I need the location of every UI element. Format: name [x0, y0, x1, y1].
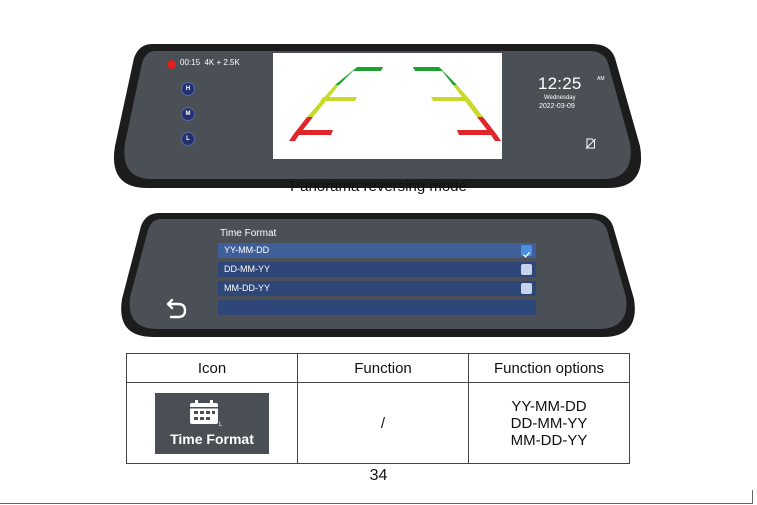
svg-text:L: L [219, 422, 223, 427]
guide-right-red-bar [457, 130, 497, 135]
clock-ampm: AM [597, 76, 605, 82]
mirror-screen-reversing: 00:15 4K + 2.5K H M L 12:25 AM Wednesday… [112, 42, 643, 190]
no-sd-card-icon [585, 138, 596, 149]
menu-option-label: DD-MM-YY [224, 264, 270, 274]
guide-right-yellow-bar [431, 97, 469, 101]
clock-widget: 12:25 AM Wednesday 2022-03-09 [538, 74, 582, 94]
function-table: Icon Function Function options L Time Fo… [126, 353, 630, 464]
clock-date: 2022-03-09 [539, 103, 575, 110]
guide-right-yellow-edge-2 [465, 101, 483, 117]
guide-left-yellow-edge-2 [307, 101, 326, 117]
footer-rule [0, 503, 752, 504]
record-dot-icon [167, 60, 176, 69]
menu-title: Time Format [220, 228, 276, 239]
mode-l-button[interactable]: L [181, 132, 195, 146]
guide-right-green-bar [413, 67, 443, 71]
menu-option-dd-mm-yy[interactable]: DD-MM-YY [218, 262, 536, 277]
guide-left-red-tip [289, 135, 299, 141]
parking-guide-lines [273, 53, 502, 159]
clock-time: 12:25 [538, 74, 582, 94]
menu-option-label: YY-MM-DD [224, 245, 269, 255]
header-function-options: Function options [469, 354, 630, 383]
figure-caption: Panorama reversing mode [0, 178, 757, 195]
mode-h-button[interactable]: H [181, 82, 195, 96]
recording-resolution: 4K + 2.5K [204, 58, 239, 67]
option-mm-dd-yy: MM-DD-YY [469, 432, 629, 449]
rear-camera-view [273, 53, 502, 159]
table-header-row: Icon Function Function options [127, 354, 630, 383]
unchecked-checkbox-icon[interactable] [521, 283, 532, 294]
guide-right-red-tip [491, 135, 501, 141]
time-format-tile: L Time Format [155, 393, 269, 454]
guide-right-green-edge [439, 67, 457, 85]
checked-checkbox-icon[interactable] [521, 245, 532, 256]
mode-m-button[interactable]: M [181, 107, 195, 121]
table-row: L Time Format / YY-MM-DD DD-MM-YY MM-DD-… [127, 383, 630, 464]
page-number: 34 [0, 467, 757, 485]
guide-left-red-bar [293, 130, 333, 135]
menu-option-yy-mm-dd[interactable]: YY-MM-DD [218, 243, 536, 258]
function-cell: / [298, 383, 469, 464]
mirror-screen-time-format: Time Format YY-MM-DD DD-MM-YY MM-DD-YY [119, 211, 637, 339]
recording-time: 00:15 [180, 58, 200, 67]
guide-left-green-bar [353, 67, 383, 71]
recording-status: 00:15 4K + 2.5K [180, 58, 240, 67]
clock-day: Wednesday [544, 95, 576, 101]
option-yy-mm-dd: YY-MM-DD [469, 398, 629, 415]
footer-rule-tick [752, 490, 753, 504]
calendar-icon: L [188, 399, 226, 427]
guide-left-green-edge [335, 67, 357, 85]
tile-label: Time Format [155, 431, 269, 447]
icon-cell: L Time Format [127, 383, 298, 464]
header-icon: Icon [127, 354, 298, 383]
option-dd-mm-yy: DD-MM-YY [469, 415, 629, 432]
menu-option-label: MM-DD-YY [224, 283, 270, 293]
options-cell: YY-MM-DD DD-MM-YY MM-DD-YY [469, 383, 630, 464]
menu-option-mm-dd-yy[interactable]: MM-DD-YY [218, 281, 536, 296]
unchecked-checkbox-icon[interactable] [521, 264, 532, 275]
header-function: Function [298, 354, 469, 383]
back-arrow-icon[interactable] [165, 296, 189, 320]
guide-left-yellow-bar [320, 97, 357, 101]
menu-option-empty [218, 300, 536, 315]
